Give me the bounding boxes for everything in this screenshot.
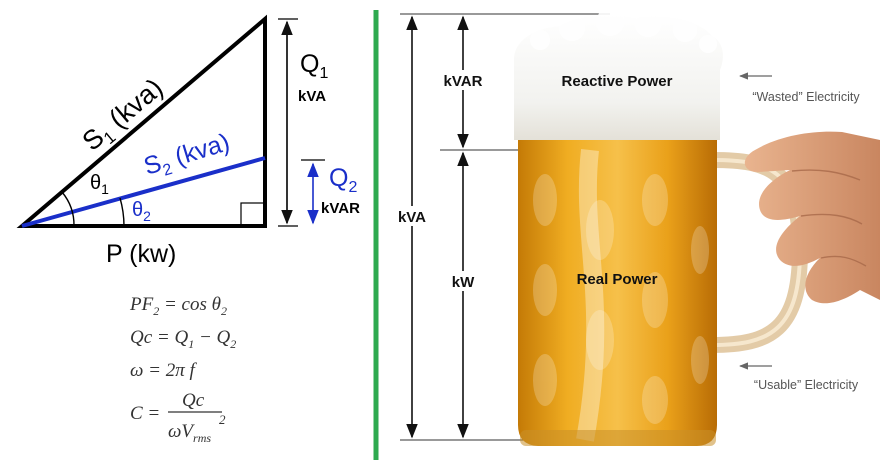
formula-omega: ω = 2π f [130, 360, 198, 381]
formulas: PF2 = cos θ2 Qc = Q1 − Q2 ω = 2π f C = Q… [129, 294, 236, 445]
q2-label: Q2 [329, 164, 357, 196]
hand-illustration [744, 131, 880, 304]
glass-highlight [576, 149, 605, 442]
kvar-label-bg [437, 70, 489, 90]
triangle-outline [16, 14, 267, 228]
mug-dimensions: kVAR kVA kW [392, 13, 610, 441]
formula-power-factor: PF2 = cos θ2 [129, 294, 227, 318]
kw-label: kW [452, 274, 475, 291]
formula-c-denominator: ωVrms [168, 421, 211, 445]
finger-lines [791, 169, 867, 267]
real-power-label: Real Power [577, 271, 658, 288]
q1-unit: kVA [298, 88, 326, 105]
formula-qc: Qc = Q1 − Q2 [130, 327, 236, 351]
theta1-arc [61, 191, 75, 227]
foam-head [514, 14, 723, 141]
beer-body [518, 140, 717, 446]
s1-label: S1 (kva) [77, 73, 172, 160]
power-triangle: S1 (kva) S2 (kva) θ1 θ2 P (kw) Q1 kVA Q2… [16, 14, 360, 268]
kvar-label: kVAR [444, 73, 483, 90]
theta2-arc [119, 197, 125, 227]
hand [744, 131, 880, 304]
kva-label: kVA [398, 209, 426, 226]
p-label: P (kw) [106, 240, 176, 268]
glass-base [520, 430, 716, 446]
usable-electricity-note: “Usable” Electricity [754, 378, 859, 392]
formula-c-numerator: Qc [182, 390, 205, 411]
reactive-power-label: Reactive Power [562, 73, 673, 90]
q1-label: Q1 [300, 50, 328, 82]
right-angle-marker [240, 202, 265, 226]
s2-vector-line [21, 156, 266, 228]
kw-label-bg [446, 271, 480, 291]
theta1-label: θ1 [90, 172, 109, 197]
side-notes: “Wasted” Electricity “Usable” Electricit… [739, 72, 860, 392]
glass-dimples [533, 174, 709, 424]
formula-c-exponent: 2 [219, 412, 226, 427]
formula-c-lhs: C = [130, 403, 160, 424]
theta2-label: θ2 [132, 199, 151, 224]
q2-unit: kVAR [321, 200, 360, 217]
kva-label-bg [392, 206, 434, 226]
foam-bubbles [530, 8, 717, 53]
s2-label: S2 (kva) [141, 128, 235, 184]
wasted-electricity-note: “Wasted” Electricity [752, 90, 860, 104]
